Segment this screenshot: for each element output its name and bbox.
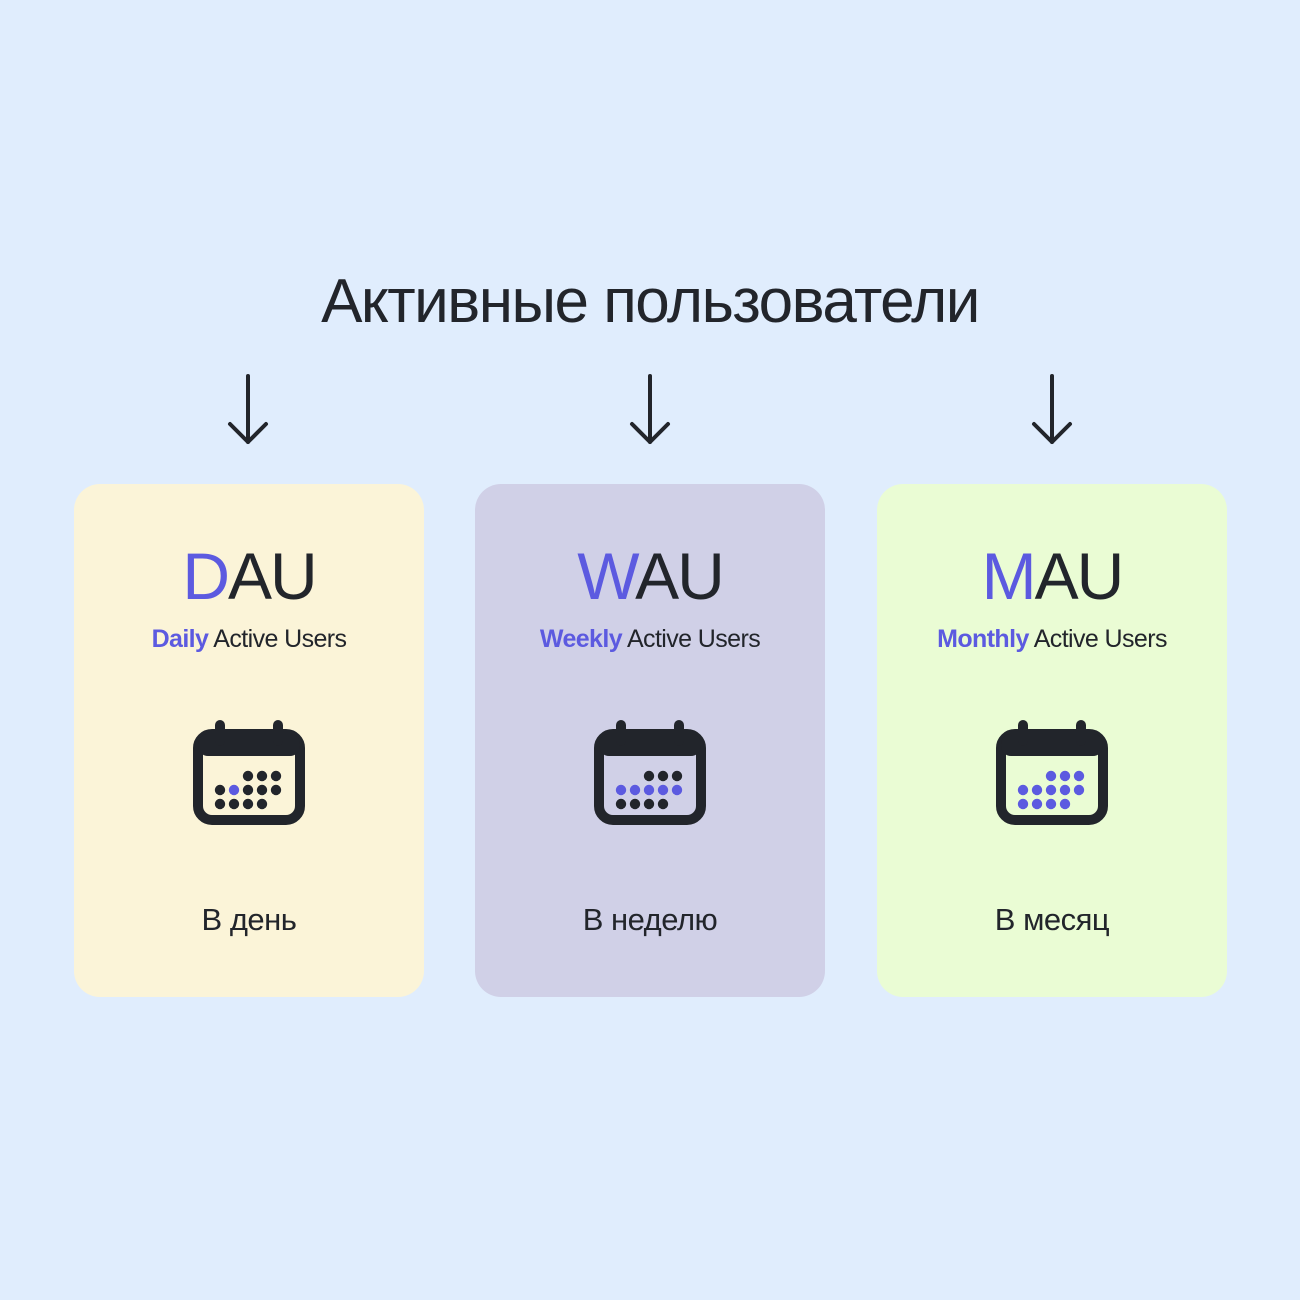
card-subtitle: Monthly Active Users [937, 625, 1167, 653]
arrow-down-icon [630, 374, 670, 444]
page-title: Активные пользователи [321, 267, 980, 336]
card-period: В день [201, 902, 297, 937]
card-dau: DAU Daily Active Users В день [74, 484, 424, 997]
card-period: В неделю [582, 902, 718, 937]
card-abbreviation: MAU [981, 539, 1125, 613]
card-abbreviation: WAU [577, 539, 725, 613]
card-subtitle: Daily Active Users [151, 625, 347, 653]
arrow-down-icon [228, 374, 268, 444]
calendar-icon [193, 720, 305, 825]
calendar-icon [996, 720, 1108, 825]
card-abbreviation: DAU [182, 539, 317, 613]
calendar-icon [594, 720, 706, 825]
card-wau: WAU Weekly Active Users В неделю [475, 484, 825, 997]
card-period: В месяц [994, 902, 1110, 937]
card-subtitle: Weekly Active Users [539, 625, 761, 653]
arrow-down-icon [1032, 374, 1072, 444]
card-mau: MAU Monthly Active Users В месяц [877, 484, 1227, 997]
